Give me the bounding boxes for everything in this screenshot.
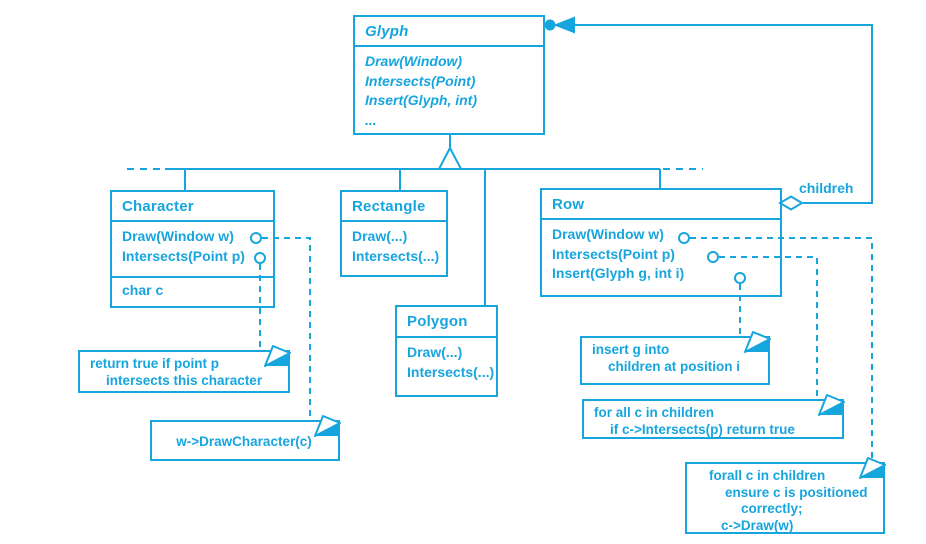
inheritance-triangle-icon [437,145,463,170]
aggregation-label-children: childreh [799,180,854,196]
method-rectangle-draw: Draw(...) [352,228,408,244]
note-line: w->DrawCharacter(c) [176,434,312,449]
class-box-character: Character Draw(Window w) Intersects(Poin… [110,190,275,308]
method-glyph-insert: Insert(Glyph, int) [365,92,477,108]
method-character-draw: Draw(Window w) [122,228,234,244]
method-glyph-draw: Draw(Window) [365,53,463,69]
aggregate-dot-icon [544,19,556,31]
note-row-intersects: for all c in children if c->Intersects(p… [582,394,845,439]
class-title-rectangle: Rectangle [342,192,446,222]
method-glyph-ellipsis: ... [365,111,377,128]
class-methods-row: Draw(Window w) Intersects(Point p) Inser… [542,220,780,284]
method-glyph-intersects: Intersects(Point) [365,72,476,89]
note-line: correctly; [741,501,803,516]
method-polygon-draw: Draw(...) [407,344,463,360]
note-line: return true if point p [90,356,219,371]
note-character-draw: w->DrawCharacter(c) [150,415,341,461]
class-methods-character: Draw(Window w) Intersects(Point p) [112,222,273,276]
class-box-rectangle: Rectangle Draw(...) Intersects(...) [340,190,448,277]
class-title-glyph: Glyph [355,17,543,47]
note-fold-icon [314,415,341,437]
class-title-polygon: Polygon [397,307,496,338]
aggregation-diamond-icon [778,195,804,211]
note-character-intersects: return true if point p intersects this c… [78,345,291,393]
class-title-character: Character [112,192,273,222]
note-row-draw: forall c in children ensure c is positio… [685,457,886,534]
note-fold-icon [859,457,886,479]
note-fold-icon [818,394,845,416]
note-line: if c->Intersects(p) return true [610,421,795,437]
note-line: insert g into [592,342,670,357]
class-methods-glyph: Draw(Window) Intersects(Point) Insert(Gl… [355,47,543,130]
note-fold-icon [264,345,291,367]
method-row-intersects: Intersects(Point p) [552,245,675,262]
class-box-polygon: Polygon Draw(...) Intersects(...) [395,305,498,397]
note-line: c->Draw(w) [721,517,794,533]
class-methods-polygon: Draw(...) Intersects(...) [397,338,496,382]
note-line: children at position i [608,358,741,374]
method-character-intersects: Intersects(Point p) [122,247,245,264]
class-methods-rectangle: Draw(...) Intersects(...) [342,222,446,266]
note-line: for all c in children [594,405,715,420]
class-attrs-character: char c [112,276,273,300]
note-line: forall c in children [709,468,826,483]
method-polygon-intersects: Intersects(...) [407,363,495,380]
note-line: ensure c is positioned [725,484,868,500]
class-box-glyph: Glyph Draw(Window) Intersects(Point) Ins… [353,15,545,135]
method-rectangle-intersects: Intersects(...) [352,247,440,264]
note-line: intersects this character [106,372,263,388]
class-title-row: Row [542,190,780,220]
method-row-draw: Draw(Window w) [552,226,664,242]
note-fold-icon [744,331,771,353]
arrowhead-icon [553,16,575,34]
method-row-insert: Insert(Glyph g, int i) [552,265,685,281]
attr-character-char-c: char c [122,282,164,298]
note-row-insert: insert g into children at position i [580,331,771,385]
class-box-row: Row Draw(Window w) Intersects(Point p) I… [540,188,782,297]
